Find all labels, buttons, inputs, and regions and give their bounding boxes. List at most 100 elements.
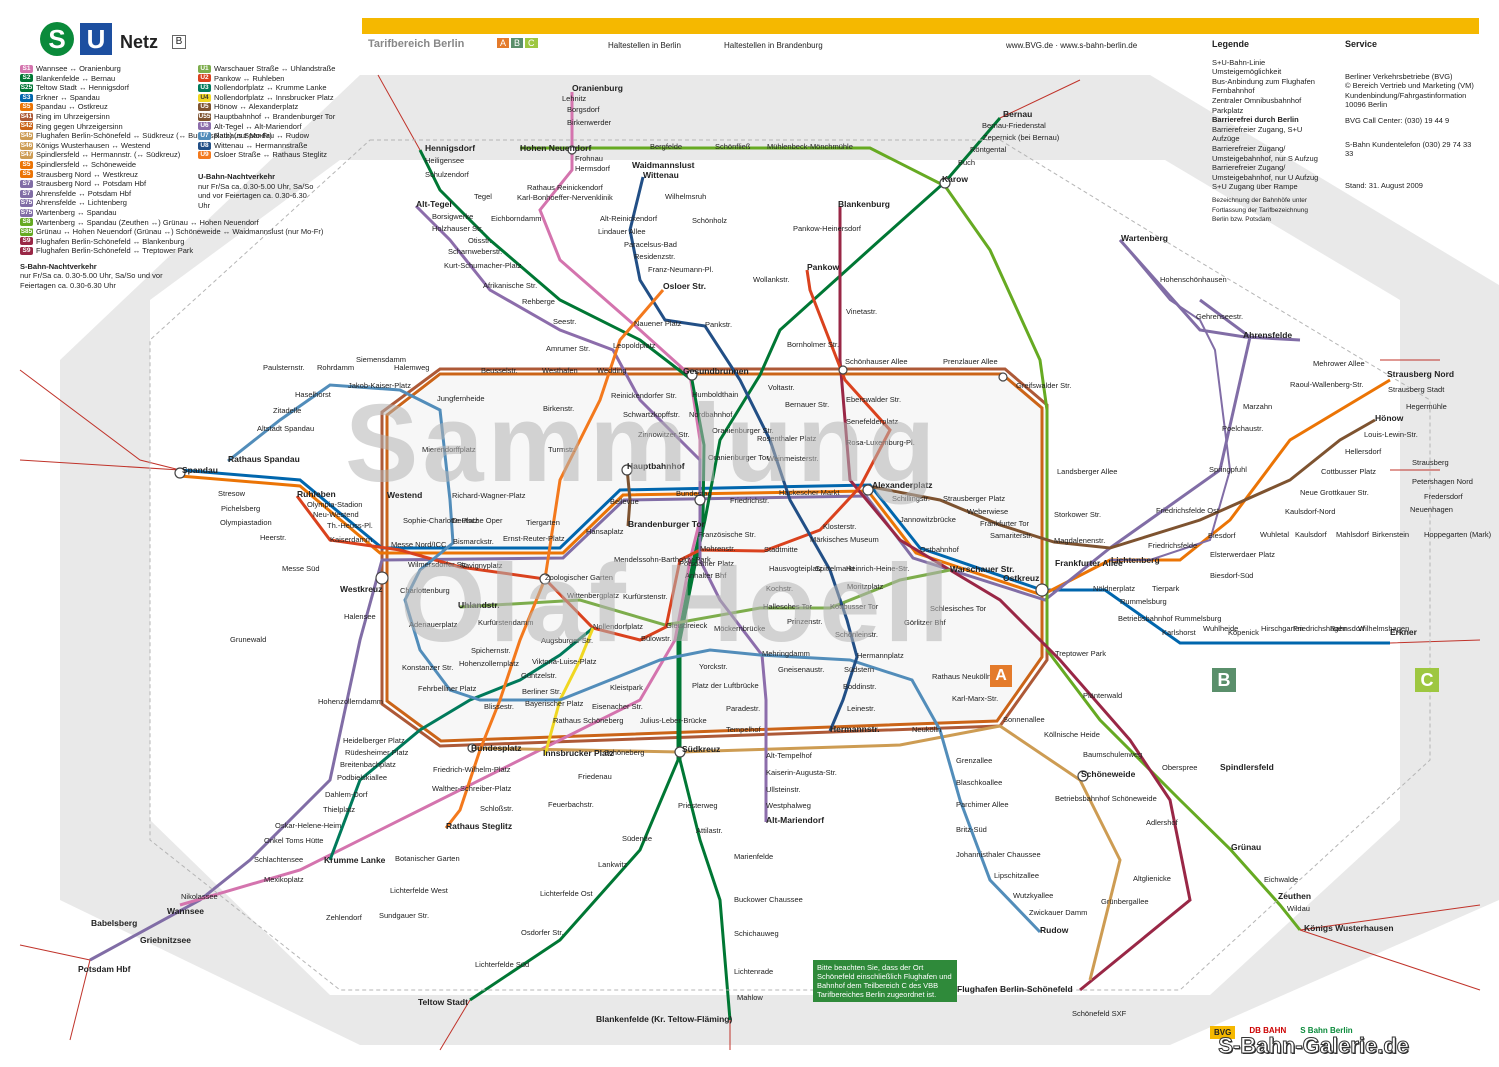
station-label: Britz-Süd (956, 825, 987, 834)
u-line-text: Rathaus Spandau ↔ Rudow (214, 131, 310, 141)
station-label: Rosenthaler Platz (757, 434, 817, 443)
station-label: Kottbusser Tor (830, 602, 879, 611)
stadtbahn-line-s7 (89, 298, 1252, 962)
s-line-text: Ring gegen Uhrzeigersinn (36, 121, 123, 131)
s-line-text: Spandau ↔ Ostkreuz (36, 102, 108, 112)
station-label: Potsdam Hbf (78, 964, 131, 974)
station-label: Alexanderplatz (872, 480, 933, 490)
station-label: Strausberg Stadt (1388, 385, 1445, 394)
s-line-text: Ahrensfelde ↔ Lichtenberg (36, 198, 127, 208)
s-line-badge: S5 (20, 103, 33, 112)
station-label: Alt-Reinickendorf (600, 214, 658, 223)
station-label: Gneisenaustr. (778, 665, 825, 674)
station-label: Grünbergallee (1101, 897, 1149, 906)
station-label: Rathaus Reinickendorf (527, 183, 603, 192)
legend-title: Legende (1212, 39, 1250, 49)
station-label: Zoologischer Garten (545, 573, 613, 582)
station-label: Bernau (1003, 109, 1033, 119)
station-label: Hellersdorf (1345, 447, 1382, 456)
station-label: Nikolassee (181, 892, 218, 901)
s-line-badge: S5 (20, 170, 33, 179)
station-label: Oskar-Helene-Heim (275, 821, 342, 830)
station-label: Mehrower Allee (1313, 359, 1365, 368)
station-label: Louis-Lewin-Str. (1364, 430, 1418, 439)
station-label: Hohen Neuendorf (520, 143, 592, 153)
station-label: Wartenberg (1121, 233, 1168, 243)
u-line-text: Nollendorfplatz ↔ Innsbrucker Platz (214, 92, 334, 102)
station-label: Charlottenburg (400, 586, 450, 595)
s-line-text: Ring im Uhrzeigersinn (36, 111, 110, 121)
station-label: Leinestr. (847, 704, 876, 713)
s-line-text: Flughafen Berlin-Schönefeld ↔ Treptower … (36, 246, 194, 256)
s-line-badge: S25 (20, 83, 33, 92)
s-line-badge: S47 (20, 151, 33, 160)
station-label: Ernst-Reuter-Platz (503, 534, 565, 543)
station-label: Zeuthen (1278, 891, 1312, 901)
db-logo: DB BAHN (1249, 1026, 1287, 1035)
station-label: Rathaus Schöneberg (553, 716, 624, 725)
station-label: Priesterweg (678, 801, 718, 810)
station-label: Waidmannslust (632, 160, 695, 170)
line-s7-east (1118, 239, 1301, 342)
station-label: Leopoldplatz (613, 341, 656, 350)
station-label: Kaiserdamm (330, 535, 373, 544)
station-label: Afrikanische Str. (483, 281, 538, 290)
station-label: Karl-Marx-Str. (952, 694, 999, 703)
station-label: Blissestr. (484, 702, 515, 711)
map-title: Netz (120, 32, 159, 52)
station-label: Kurfürstenstr. (623, 592, 668, 601)
zone-a-label: A (990, 665, 1012, 687)
station-label: Betriebsbahnhof Schöneweide (1055, 794, 1157, 803)
station-label: Eichborndamm (491, 214, 542, 223)
station-label: Pankow (807, 262, 840, 272)
station-label: Bergfelde (650, 142, 683, 151)
u-line-u4 (543, 627, 595, 756)
regional-lines (19, 74, 1481, 1051)
station-label: Bornholmer Str. (787, 340, 840, 349)
station-label: Bismarckstr. (453, 537, 494, 546)
s-line-badge: S45 (20, 131, 33, 140)
s-line-badge: S2 (20, 74, 33, 83)
s-line-badge: S9 (20, 247, 33, 256)
station-label: Brandenburger Tor (628, 519, 705, 529)
station-label: Schönfließ (715, 142, 751, 151)
station-label: Haselhorst (295, 390, 331, 399)
s-line-text: Wartenberg ↔ Spandau (Zeuthen ↔) Grünau … (36, 217, 259, 227)
s-line-text: Strausberg Nord ↔ Potsdam Hbf (36, 179, 147, 189)
station-label: Hansaplatz (586, 527, 624, 536)
station-label: Jungfernheide (437, 394, 485, 403)
station-label: Kaulsdorf (1295, 530, 1327, 539)
u-line-text: Hönow ↔ Alexanderplatz (214, 102, 299, 112)
station-label: Turmstr. (548, 445, 576, 454)
u-line-u8 (628, 176, 859, 732)
station-label: Bülowstr. (641, 634, 672, 643)
station-label: Wilhelmshagen (1358, 624, 1410, 633)
station-label: Karlshorst (1162, 628, 1196, 637)
service-title: Service (1345, 39, 1378, 49)
station-label: Königs Wusterhausen (1304, 923, 1394, 933)
station-label: Frankfurter Tor (980, 519, 1030, 528)
sbahn-galerie-watermark: S-Bahn-Galerie.de (1218, 1033, 1410, 1059)
station-label: Blankenfelde (Kr. Teltow-Fläming) (596, 1014, 733, 1024)
u-line-badge: U55 (198, 112, 211, 121)
station-label: Spittelmarkt (815, 564, 855, 573)
station-label: Stresow (218, 489, 246, 498)
s-line-badge: S3 (20, 93, 33, 102)
station-label: Rahnsdorf (1330, 624, 1365, 633)
station-label: Zepernick (bei Bernau) (983, 133, 1060, 142)
u-line-badge: U9 (198, 151, 211, 160)
station-label: Mexikoplatz (264, 875, 304, 884)
s-line-badge: S75 (20, 199, 33, 208)
station-label: Halemweg (394, 363, 430, 372)
station-label: Gesundbrunnen (683, 366, 749, 376)
u-line-text: Wittenau ↔ Hermannstraße (214, 140, 308, 150)
station-label: Altglienicke (1133, 874, 1171, 883)
station-label: Potsdamer Platz (679, 559, 735, 568)
station-label: Parchimer Allee (956, 800, 1009, 809)
